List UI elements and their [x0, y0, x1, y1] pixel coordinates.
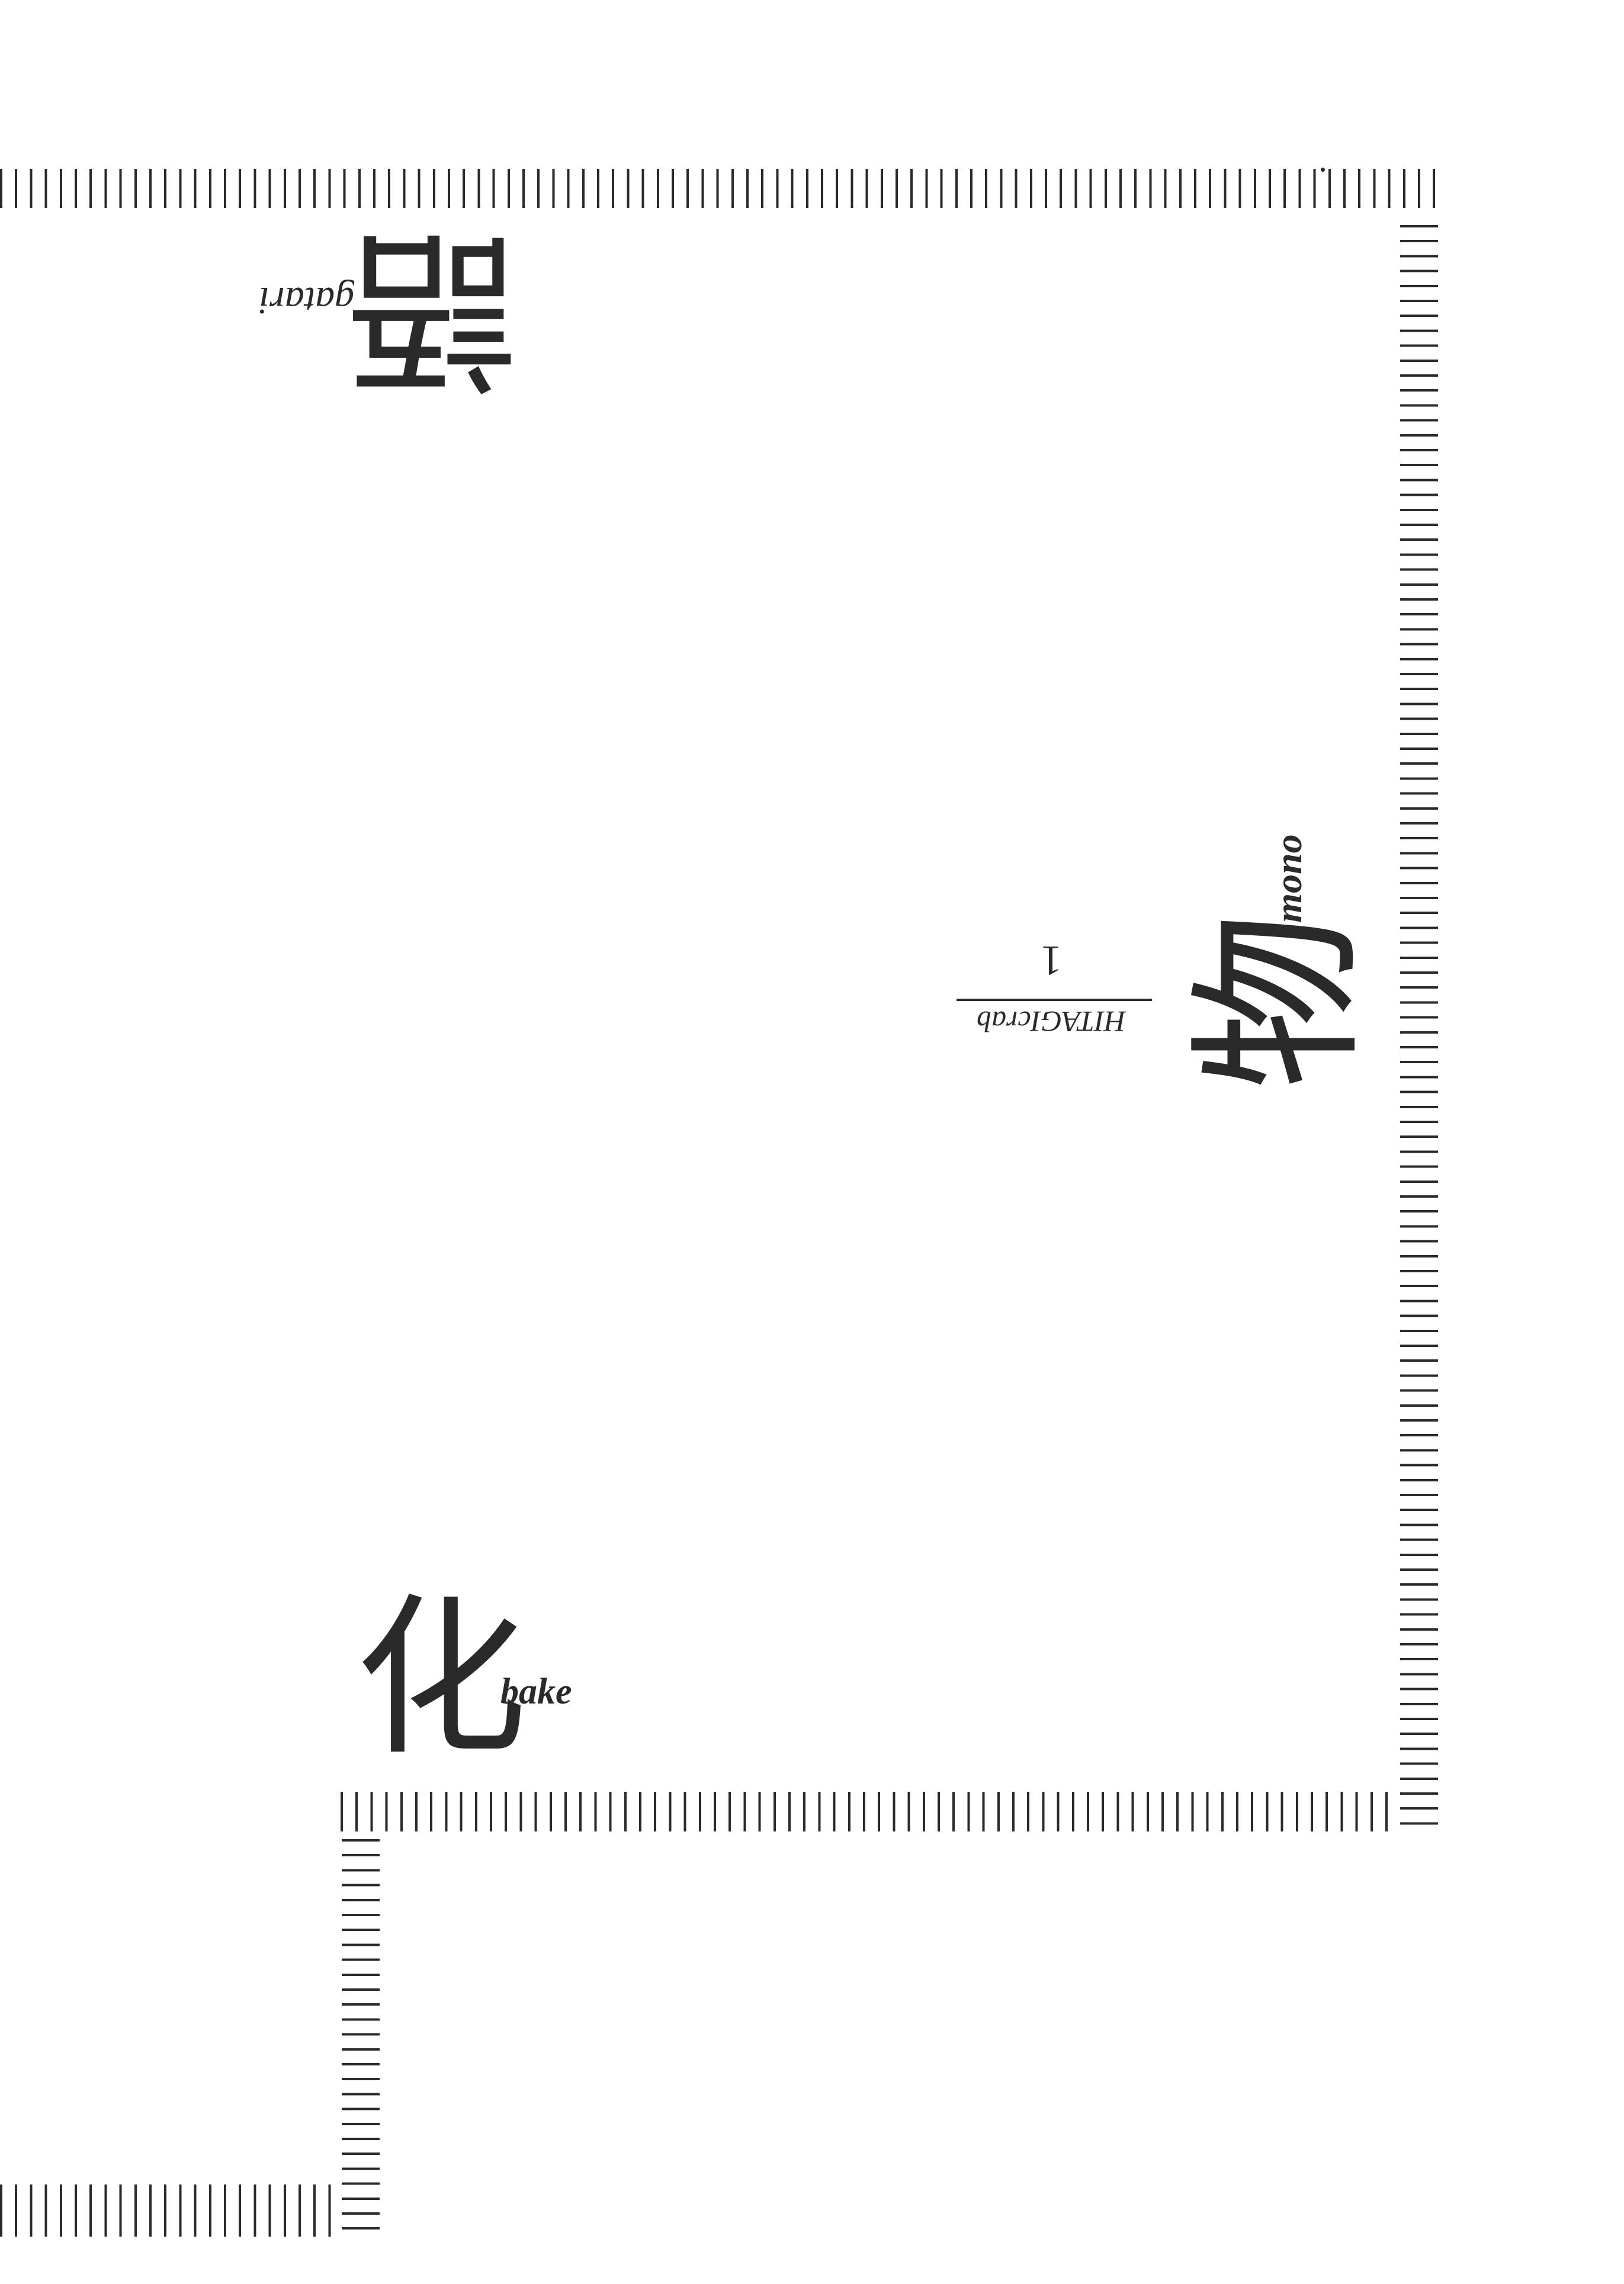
- chapter-number: 1: [1041, 937, 1062, 984]
- chapter-divider: [957, 999, 1152, 1001]
- kanji-mono: 物: [1176, 912, 1382, 1090]
- right-tick-band: [1400, 225, 1438, 1832]
- middle-tick-band: [341, 1792, 1390, 1831]
- romaji-gatari: gatari: [258, 279, 355, 322]
- chapter-name: HITAGIcrab: [977, 1005, 1126, 1038]
- kanji-bake: 化: [355, 1579, 527, 1779]
- ink-dot: [1321, 168, 1325, 172]
- kanji-gatari: 語: [346, 208, 518, 408]
- romaji-bake: bake: [500, 1672, 572, 1712]
- top-tick-band: [0, 169, 1440, 208]
- bottom-left-tick-band: [0, 2184, 336, 2237]
- left-tick-band: [342, 1839, 380, 2239]
- romaji-mono: mono: [1267, 834, 1310, 923]
